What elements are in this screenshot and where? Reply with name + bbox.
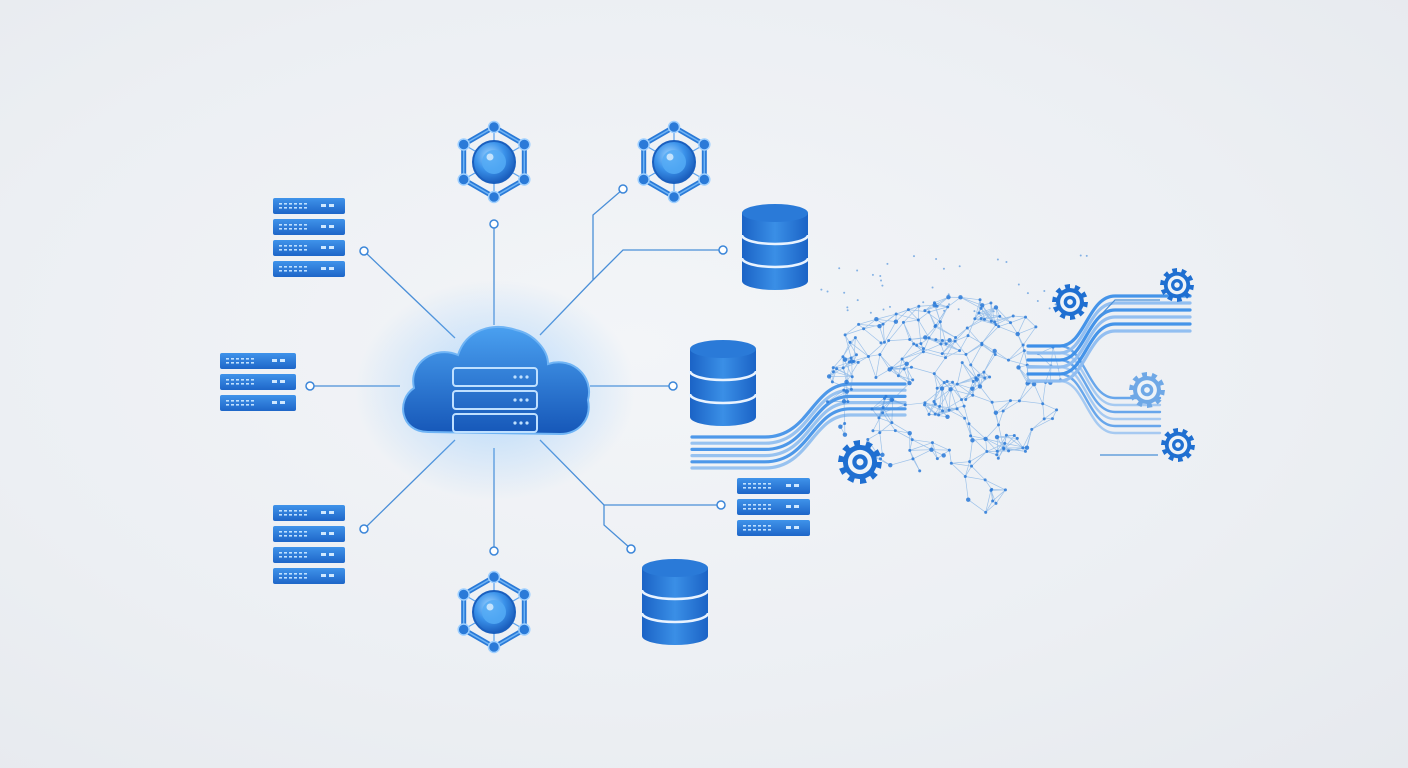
server-unit (273, 547, 345, 563)
hex-network-nodes (457, 120, 711, 654)
server-stacks (220, 198, 810, 584)
cloud-server-rack (452, 367, 538, 433)
endpoint-dot (305, 381, 315, 391)
server-unit (273, 240, 345, 256)
databases (640, 204, 810, 645)
hex-network-node-icon (457, 120, 531, 204)
data-stream-line (1026, 351, 1162, 407)
gear-icon (1129, 372, 1165, 408)
server-unit (220, 353, 296, 369)
cloud-server-icon (355, 280, 635, 500)
gear-icon (838, 440, 882, 484)
server-unit (273, 568, 345, 584)
server-unit (220, 395, 296, 411)
endpoint-dot (359, 524, 369, 534)
endpoint-dot (718, 245, 728, 255)
server-unit (273, 198, 345, 214)
data-stream-line (1026, 358, 1162, 414)
server-unit (273, 261, 345, 277)
endpoint-dot (359, 246, 369, 256)
data-streams-out (1026, 294, 1192, 456)
data-stream-line (1026, 365, 1162, 421)
server-unit (273, 526, 345, 542)
server-unit (737, 520, 810, 536)
server-unit (273, 219, 345, 235)
server-stack-bottom-right (737, 478, 810, 536)
connector-endpoints (305, 184, 728, 556)
database-icon (688, 340, 758, 426)
hex-network-node-icon (457, 570, 531, 654)
server-unit (273, 505, 345, 521)
connector-top-right-database (592, 249, 722, 281)
data-stream-line (1026, 379, 1162, 435)
endpoint-dot (618, 184, 628, 194)
gear-icon (1161, 428, 1195, 462)
endpoint-dot (489, 546, 499, 556)
neural-brain-icon (690, 254, 1195, 514)
database-icon (740, 204, 810, 290)
hex-network-node-icon (637, 120, 711, 204)
gear-icon (1160, 268, 1194, 302)
server-stack-left (220, 353, 296, 411)
brain-gears (838, 268, 1195, 484)
database-icon (640, 559, 710, 645)
data-stream-line (1026, 372, 1162, 428)
connector-bottom-right-database (603, 505, 631, 549)
data-stream-line (1026, 344, 1162, 400)
server-unit (737, 478, 810, 494)
endpoint-dot (716, 500, 726, 510)
server-stack-top-left (273, 198, 345, 277)
server-stack-bottom-left (273, 505, 345, 584)
endpoint-dot (626, 544, 636, 554)
gear-icon (1052, 284, 1088, 320)
endpoint-dot (668, 381, 678, 391)
server-unit (220, 374, 296, 390)
data-stream-line (690, 382, 907, 439)
brain-neural-mesh (820, 254, 1088, 514)
endpoint-dot (489, 219, 499, 229)
server-unit (737, 499, 810, 515)
